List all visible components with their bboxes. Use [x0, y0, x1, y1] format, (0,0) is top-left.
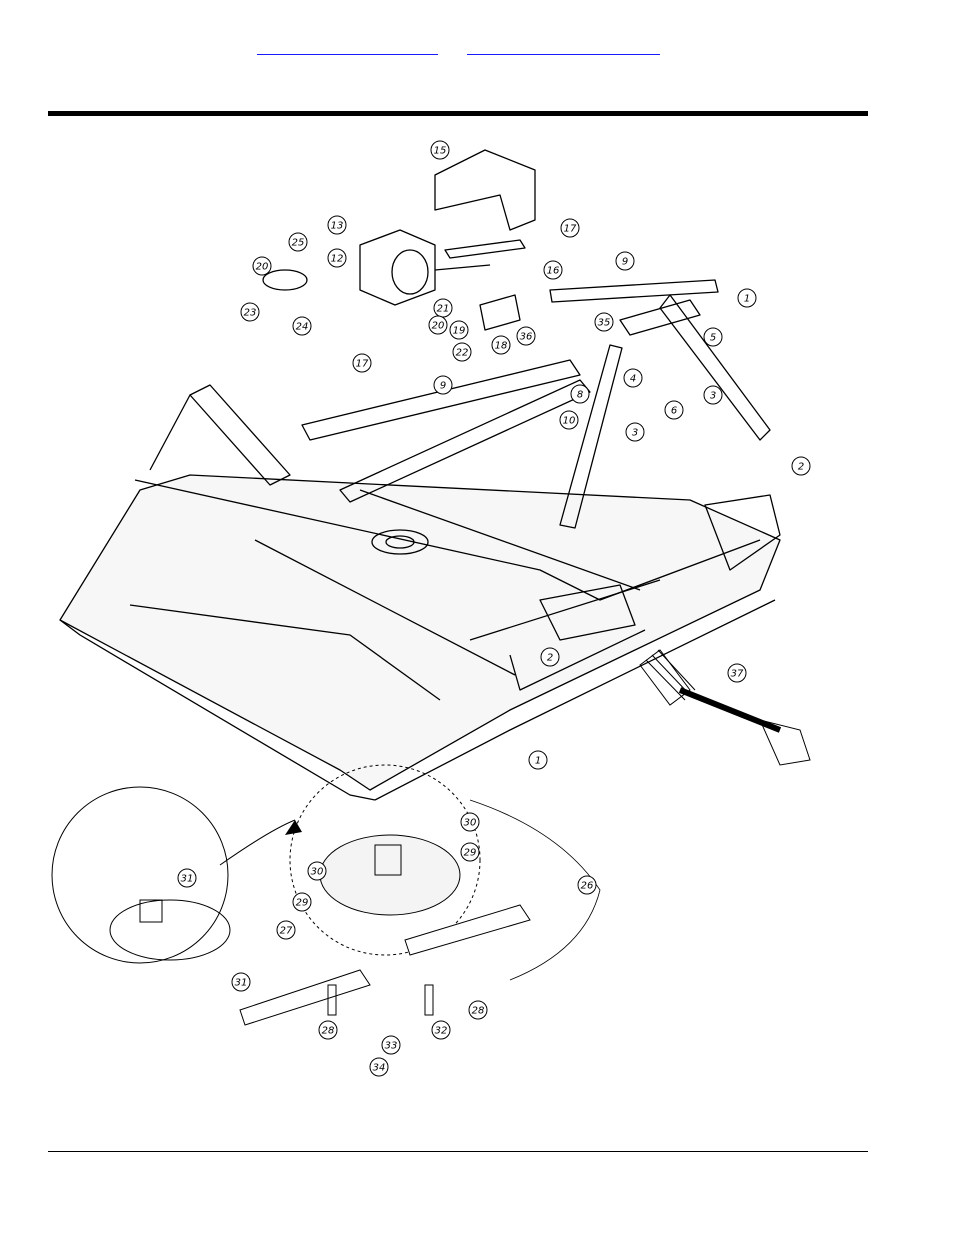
- callout-1: 1: [738, 289, 756, 307]
- callout-2: 2: [792, 457, 810, 475]
- callout-label: 21: [437, 304, 450, 315]
- callout-9: 9: [434, 376, 452, 394]
- curved-arrow-icon: [285, 820, 302, 835]
- callout-22: 22: [453, 343, 471, 361]
- callout-24: 24: [293, 317, 311, 335]
- blade-assembly: [52, 765, 530, 1025]
- callout-18: 18: [492, 336, 510, 354]
- callout-30: 30: [461, 813, 479, 831]
- callout-32: 32: [432, 1021, 450, 1039]
- footer-rule: [48, 1151, 868, 1152]
- callout-29: 29: [461, 843, 479, 861]
- callout-28: 28: [469, 1001, 487, 1019]
- callout-label: 15: [434, 146, 447, 157]
- callout-label: 12: [331, 254, 344, 265]
- callout-3: 3: [626, 423, 644, 441]
- callout-label: 4: [630, 374, 636, 385]
- callout-label: 27: [280, 926, 293, 937]
- callout-16: 16: [544, 261, 562, 279]
- callout-3: 3: [704, 386, 722, 404]
- callout-33: 33: [382, 1036, 400, 1054]
- callout-label: 9: [622, 257, 628, 268]
- callout-35: 35: [595, 313, 613, 331]
- callout-label: 23: [244, 308, 257, 319]
- callout-20: 20: [429, 316, 447, 334]
- callout-36: 36: [517, 327, 535, 345]
- callout-label: 25: [292, 238, 305, 249]
- callout-label: 28: [472, 1006, 485, 1017]
- callout-13: 13: [328, 216, 346, 234]
- callout-label: 16: [547, 266, 560, 277]
- callout-17: 17: [561, 219, 579, 237]
- callout-2: 2: [541, 648, 559, 666]
- callout-label: 3: [632, 428, 638, 439]
- callout-label: 29: [296, 898, 309, 909]
- callout-15: 15: [431, 141, 449, 159]
- callout-label: 6: [671, 406, 677, 417]
- callout-label: 10: [563, 416, 576, 427]
- callout-label: 20: [432, 321, 445, 332]
- callout-29: 29: [293, 893, 311, 911]
- callout-label: 31: [181, 874, 194, 885]
- callout-label: 35: [598, 318, 611, 329]
- callout-label: 17: [564, 224, 577, 235]
- callout-30: 30: [308, 862, 326, 880]
- callout-21: 21: [434, 299, 452, 317]
- callout-label: 33: [385, 1041, 398, 1052]
- callout-25: 25: [289, 233, 307, 251]
- callout-label: 13: [331, 221, 344, 232]
- callout-27: 27: [277, 921, 295, 939]
- callout-19: 19: [450, 321, 468, 339]
- callout-label: 1: [535, 756, 541, 767]
- callout-10: 10: [560, 411, 578, 429]
- callout-label: 22: [456, 348, 469, 359]
- callout-label: 32: [435, 1026, 448, 1037]
- callout-label: 2: [798, 462, 804, 473]
- callout-label: 19: [453, 326, 466, 337]
- callout-label: 37: [731, 669, 744, 680]
- header-link-left[interactable]: [257, 44, 438, 55]
- callout-label: 34: [373, 1063, 386, 1074]
- callout-label: 1: [744, 294, 750, 305]
- callout-label: 3: [710, 391, 716, 402]
- driveline: [640, 650, 810, 765]
- callout-label: 8: [577, 390, 583, 401]
- callout-label: 2: [547, 653, 553, 664]
- callout-28: 28: [319, 1021, 337, 1039]
- callout-label: 30: [311, 867, 324, 878]
- mower-deck: [60, 150, 780, 800]
- callout-34: 34: [370, 1058, 388, 1076]
- callout-23: 23: [241, 303, 259, 321]
- callout-label: 20: [256, 262, 269, 273]
- callout-label: 5: [710, 333, 716, 344]
- callout-label: 18: [495, 341, 508, 352]
- callout-12: 12: [328, 249, 346, 267]
- callout-label: 31: [235, 978, 248, 989]
- callout-8: 8: [571, 385, 589, 403]
- callout-9: 9: [616, 252, 634, 270]
- callout-31: 31: [232, 973, 250, 991]
- header-rule: [48, 111, 868, 116]
- callout-label: 26: [581, 881, 594, 892]
- callout-1: 1: [529, 751, 547, 769]
- callout-label: 29: [464, 848, 477, 859]
- callout-label: 24: [296, 322, 309, 333]
- callout-5: 5: [704, 328, 722, 346]
- callout-4: 4: [624, 369, 642, 387]
- callout-label: 28: [322, 1026, 335, 1037]
- callout-label: 17: [356, 359, 369, 370]
- callout-20: 20: [253, 257, 271, 275]
- callout-6: 6: [665, 401, 683, 419]
- callout-label: 36: [520, 332, 533, 343]
- callout-label: 30: [464, 818, 477, 829]
- callout-label: 9: [440, 381, 446, 392]
- header-link-right[interactable]: [467, 44, 660, 55]
- callout-31: 31: [178, 869, 196, 887]
- callout-17: 17: [353, 354, 371, 372]
- callout-26: 26: [578, 876, 596, 894]
- callout-37: 37: [728, 664, 746, 682]
